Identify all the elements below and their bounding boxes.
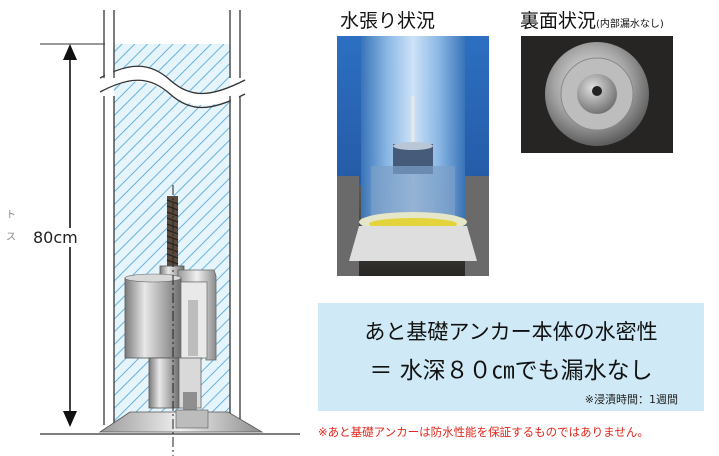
anchor-cross-section-diagram: ト ス: [6, 10, 300, 456]
column-break-wave: [100, 66, 245, 106]
info-line-1: あと基礎アンカー本体の水密性: [364, 320, 658, 344]
back-photo-caption: 裏面状況(内部漏水なし): [520, 6, 664, 33]
disclaimer: ※あと基礎アンカーは防水性能を保証するものではありません。: [318, 425, 649, 439]
water-photo-caption: 水張り状況: [340, 10, 436, 32]
pipe-wall-right: [229, 10, 241, 425]
watertightness-info-box: あと基礎アンカー本体の水密性 ＝ 水深８０㎝でも漏水なし ※浸漬時間：1週間: [318, 303, 704, 411]
back-photo: [521, 36, 673, 153]
height-label: 80cm: [30, 228, 81, 247]
pipe-wall-left: [103, 10, 115, 425]
water-photo: [337, 36, 489, 276]
side-text: ト: [6, 210, 16, 221]
anchor-body: [98, 196, 264, 433]
back-caption-note: (内部漏水なし): [596, 19, 664, 30]
immersion-note: ※浸漬時間：1週間: [584, 393, 678, 406]
svg-text:ス: ス: [6, 232, 16, 243]
back-caption-main: 裏面状況: [520, 10, 597, 32]
info-line-2: ＝ 水深８０㎝でも漏水なし: [369, 358, 653, 384]
